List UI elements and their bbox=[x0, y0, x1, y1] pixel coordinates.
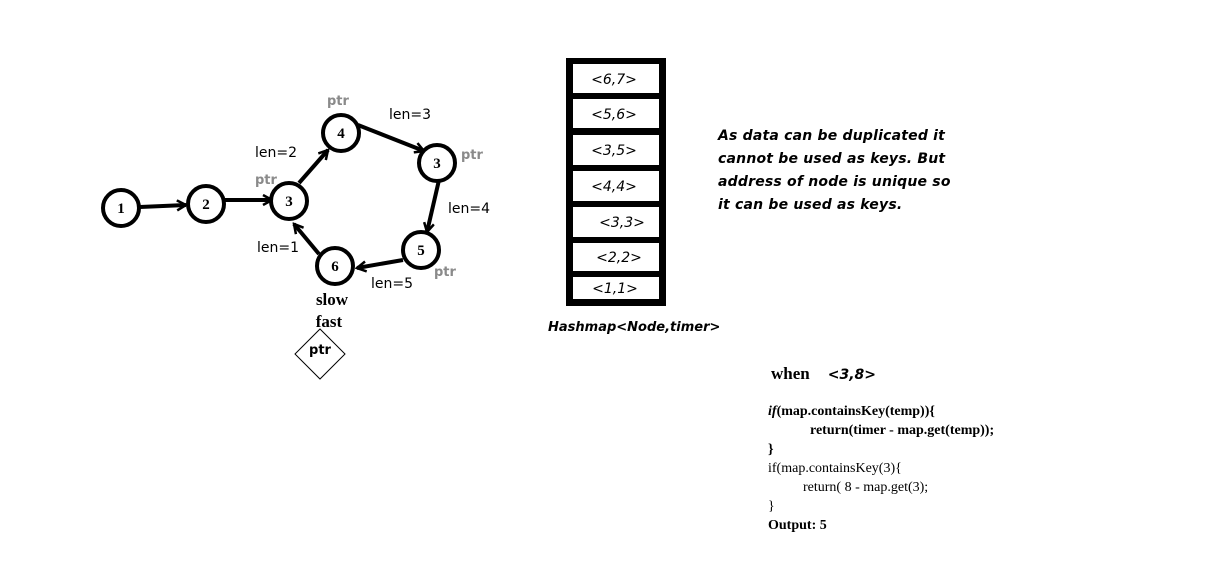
node-3a bbox=[269, 181, 309, 221]
code-line: } bbox=[768, 442, 774, 457]
hashmap-cell bbox=[573, 99, 659, 128]
hashmap-cell bbox=[573, 277, 659, 299]
when-label: when bbox=[771, 364, 810, 383]
hashmap-cell bbox=[573, 64, 659, 93]
ptr-label-node3b: ptr bbox=[461, 148, 484, 163]
edge-label-len5: len=5 bbox=[371, 276, 413, 292]
edge-3-4 bbox=[297, 150, 328, 185]
edge-4-3 bbox=[357, 123, 424, 151]
edge-6-3 bbox=[294, 224, 321, 256]
slow-label: slow bbox=[316, 290, 349, 309]
when-pair: <3,8> bbox=[827, 367, 876, 383]
node-label: 4 bbox=[337, 126, 345, 142]
output-line: Output: 5 bbox=[768, 518, 827, 533]
ptr-diamond-label: ptr bbox=[309, 343, 332, 358]
edge-1-2 bbox=[139, 205, 186, 207]
if-keyword: if bbox=[768, 404, 777, 419]
hashmap-cell bbox=[573, 243, 659, 271]
hashmap-entry: <3,5> bbox=[591, 143, 637, 159]
ptr-diamond bbox=[294, 328, 346, 380]
edge-label-len1: len=1 bbox=[257, 240, 299, 256]
hashmap-entry: <1,1> bbox=[592, 281, 638, 297]
edge-3-5 bbox=[427, 179, 441, 232]
edge-5-6 bbox=[357, 258, 404, 268]
node-3b bbox=[417, 143, 457, 183]
ptr-label-node4: ptr bbox=[327, 94, 350, 109]
node-label: 3 bbox=[285, 194, 293, 210]
code-line: } bbox=[768, 499, 775, 514]
hashmap-entry: <4,4> bbox=[591, 179, 637, 195]
code-line: if(map.containsKey(temp)){ bbox=[768, 402, 994, 421]
ptr-label-node3a: ptr bbox=[255, 173, 278, 188]
node-1 bbox=[101, 188, 141, 228]
code-snippet: when <3,8> if(map.containsKey(temp)){ ret… bbox=[768, 364, 994, 535]
node-6 bbox=[315, 246, 355, 286]
node-label: 1 bbox=[117, 201, 125, 217]
hashmap-entry: <3,3> bbox=[599, 215, 645, 231]
hashmap-cell bbox=[573, 207, 659, 237]
note-line: cannot be used as keys. But bbox=[718, 151, 946, 167]
hashmap-cell bbox=[573, 135, 659, 165]
ptr-label-node5: ptr bbox=[434, 265, 457, 280]
code-line: return(timer - map.get(temp)); bbox=[768, 423, 995, 438]
when-line: when <3,8> bbox=[771, 364, 994, 402]
hashmap-caption: Hashmap<Node,timer> bbox=[548, 320, 720, 335]
node-label: 3 bbox=[433, 156, 441, 172]
fast-label: fast bbox=[316, 312, 343, 331]
hashmap-entry: <2,2> bbox=[596, 250, 642, 266]
node-4 bbox=[321, 113, 361, 153]
explanation-note: As data can be duplicated it cannot be u… bbox=[718, 125, 958, 217]
hashmap-entry: <5,6> bbox=[591, 107, 637, 123]
note-line: address of node is unique so bbox=[718, 174, 951, 190]
node-label: 6 bbox=[331, 259, 339, 275]
node-label: 2 bbox=[202, 197, 210, 213]
note-line: As data can be duplicated it bbox=[718, 128, 946, 144]
code-line: return( 8 - map.get(3); bbox=[768, 480, 929, 495]
edge-label-len3: len=3 bbox=[389, 107, 431, 123]
edge-label-len4: len=4 bbox=[448, 201, 490, 217]
hashmap-cell bbox=[573, 171, 659, 201]
edge-label-len2: len=2 bbox=[255, 145, 297, 161]
hashmap-entry: <6,7> bbox=[591, 72, 637, 88]
node-5 bbox=[401, 230, 441, 270]
code-line: if(map.containsKey(3){ bbox=[768, 461, 902, 476]
code-line-rest: (map.containsKey(temp)){ bbox=[776, 404, 935, 419]
node-2 bbox=[186, 184, 226, 224]
note-line: it can be used as keys. bbox=[718, 197, 903, 213]
node-label: 5 bbox=[417, 243, 425, 259]
